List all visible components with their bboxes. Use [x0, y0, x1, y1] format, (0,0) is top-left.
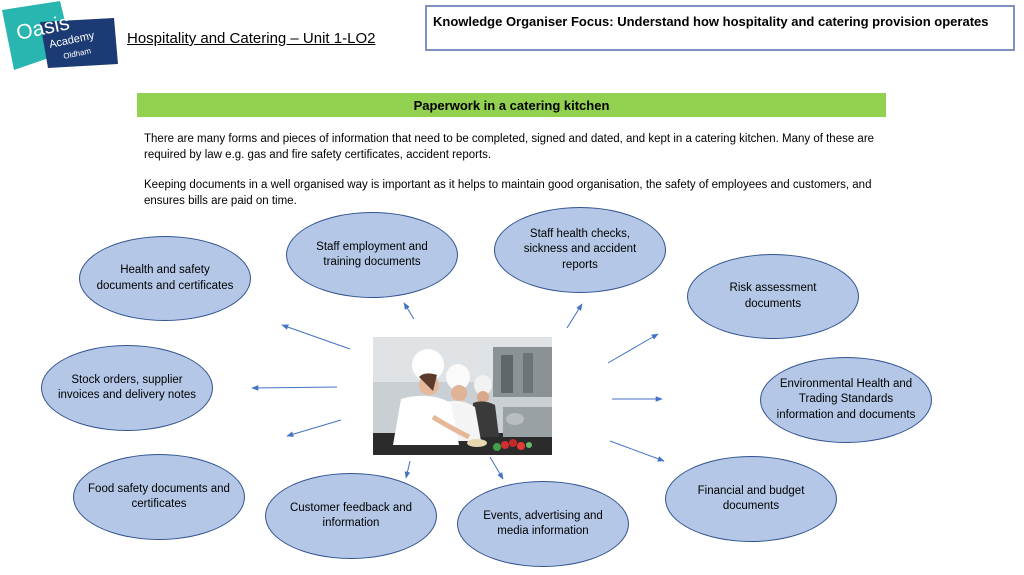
bubble-food-safety: Food safety documents and certificates [73, 454, 245, 540]
bubble-staff-employment: Staff employment and training documents [286, 212, 458, 298]
bubble-customer-feedback: Customer feedback and information [265, 473, 437, 559]
chefs-kitchen-photo [373, 337, 552, 455]
bubble-health-safety: Health and safety documents and certific… [79, 236, 251, 321]
bubble-risk-assessment: Risk assessment documents [687, 254, 859, 339]
bubble-label: Risk assessment documents [729, 282, 817, 310]
bubble-stock-orders: Stock orders, supplier invoices and deli… [41, 345, 213, 431]
intro-paragraph: There are many forms and pieces of infor… [144, 133, 875, 161]
bubble-label: Staff health checks, sickness and accide… [523, 227, 637, 271]
knowledge-organiser-focus: Knowledge Organiser Focus: Understand ho… [425, 5, 1015, 51]
organisation-paragraph: Keeping documents in a well organised wa… [144, 179, 872, 207]
bubble-label: Food safety documents and certificates [88, 482, 230, 511]
bubble-label: Events, advertising and media informatio… [483, 509, 603, 538]
document-title: Hospitality and Catering – Unit 1-LO2 [127, 30, 376, 47]
bubble-label: Customer feedback and information [289, 501, 413, 530]
bubble-staff-health: Staff health checks, sickness and accide… [494, 207, 666, 293]
bubble-events: Events, advertising and media informatio… [457, 481, 629, 567]
bubble-label: Stock orders, supplier invoices and deli… [57, 373, 197, 402]
bubble-label: Health and safety documents and certific… [96, 264, 234, 292]
bubble-environmental-health: Environmental Health and Trading Standar… [760, 357, 932, 443]
bubble-label: Staff employment and training documents [316, 240, 428, 269]
bubble-label: Financial and budget documents [697, 484, 805, 513]
bubble-label: Environmental Health and Trading Standar… [776, 377, 916, 421]
bubble-financial: Financial and budget documents [665, 456, 837, 542]
oasis-academy-logo: Oasis Academy Oldham [2, 1, 118, 70]
section-banner: Paperwork in a catering kitchen [137, 93, 886, 117]
banner-title: Paperwork in a catering kitchen [413, 97, 610, 113]
